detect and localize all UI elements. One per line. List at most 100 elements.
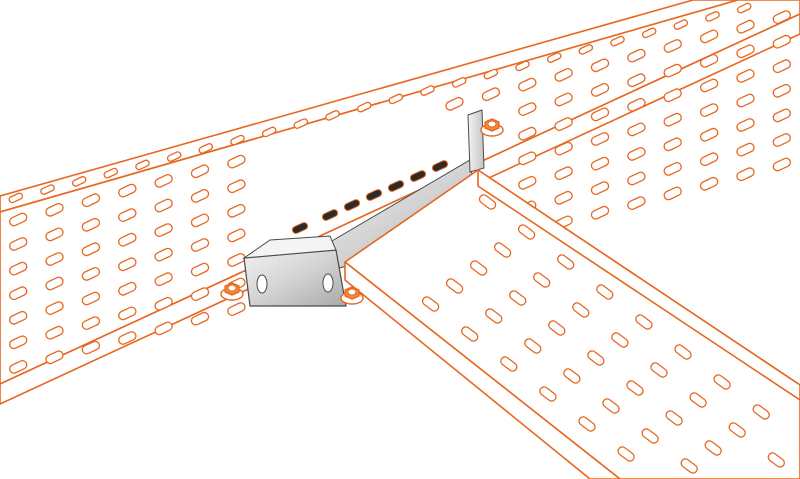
tray-slot [704,440,722,456]
tray-slot [190,262,210,277]
tray-slot [699,127,719,142]
tray-slot [118,281,137,296]
branch-cable-tray [344,169,800,479]
tray-slot-shadow [409,170,427,182]
tray-slot [230,134,245,146]
tray-slot [554,190,573,205]
tray-slot [641,27,657,39]
tray-slot [45,301,64,315]
tray-slot [524,338,542,354]
tray-slot [663,137,682,152]
tray-slot [421,296,440,312]
hex-bolt-icon [340,286,364,305]
tray-slot [81,316,101,330]
tray-slot [118,208,137,222]
tray-slot [713,374,731,390]
tray-slot [81,193,101,208]
tray-slot [627,196,646,210]
branch-tray-slots [421,194,785,474]
tray-slot [554,92,573,107]
tray-slot [617,446,635,462]
tray-slot [154,223,173,237]
tray-slot [673,19,689,30]
tray-slot [736,167,755,182]
tray-slot [478,194,497,210]
tray-slot [546,52,562,63]
tray-slot [736,93,755,108]
tray-slot [772,59,792,74]
tray-slot [45,227,64,242]
connector-upright-flange [467,109,485,173]
tray-slot [190,213,210,228]
tray-slot [154,247,173,262]
tray-slot [420,85,435,96]
tray-slot [752,404,770,420]
tray-slot [190,238,210,252]
tray-slot [590,205,610,220]
tray-slot [699,78,719,93]
tray-slot [772,10,792,24]
tray-slot [81,291,101,306]
tray-slot [736,142,755,157]
tray-slot [602,398,620,414]
tray-slot [557,254,575,270]
tray-slot [135,159,150,171]
tray-slot [81,267,101,281]
tray-slot [772,157,792,172]
tray-slot [356,101,372,113]
tray-slot [118,257,137,272]
tray-slot [154,272,173,287]
tray-slot [728,422,746,438]
tray-slot [590,83,610,97]
tray-slot [689,392,707,408]
tray-slot [118,306,137,321]
tray-slot [481,87,501,102]
tray-slot [8,286,28,301]
tray-slot [650,362,668,378]
tray-slot [518,77,537,92]
tray-slot [154,296,173,311]
tray-slot [627,97,646,112]
tray-slot [40,184,55,195]
tray-slot [227,154,246,169]
tray-slot [663,88,682,103]
tray-slot [767,452,785,468]
tray-slot [227,228,246,243]
tray-slot [81,217,101,232]
tray-slot [627,122,646,137]
tray-slot [736,118,755,132]
tray-slot [227,253,246,267]
tray-slot [663,186,682,201]
tray-slot [736,2,752,14]
tray-slot [590,107,610,122]
tray-slot [8,310,28,325]
tray-slot [227,203,246,218]
tray-slot [663,162,682,176]
tray-slot [518,151,537,166]
tray-slot [325,110,340,121]
tray-slot-shadow [291,222,309,234]
tray-slot [578,44,594,55]
tray-slot [548,320,566,336]
connector-plate-hole-left [256,274,268,294]
tray-slot [500,356,518,372]
tray-slot [680,458,698,474]
tray-slot [81,242,101,257]
fasteners [220,118,504,305]
tray-slot [45,350,64,365]
tray-slot [45,252,64,266]
tray-slot [261,126,277,138]
tray-slot [190,164,210,179]
branch-tray-right-wall [477,169,800,401]
tray-slot [699,54,719,68]
tray-slot [699,29,719,44]
tray-slot [103,167,119,179]
tray-slot-shadow [431,160,449,172]
tray-slot [736,19,755,34]
tray-slot [627,48,646,63]
tray-slot [518,175,537,190]
tray-slot [554,166,573,181]
tray-slot [517,224,536,240]
